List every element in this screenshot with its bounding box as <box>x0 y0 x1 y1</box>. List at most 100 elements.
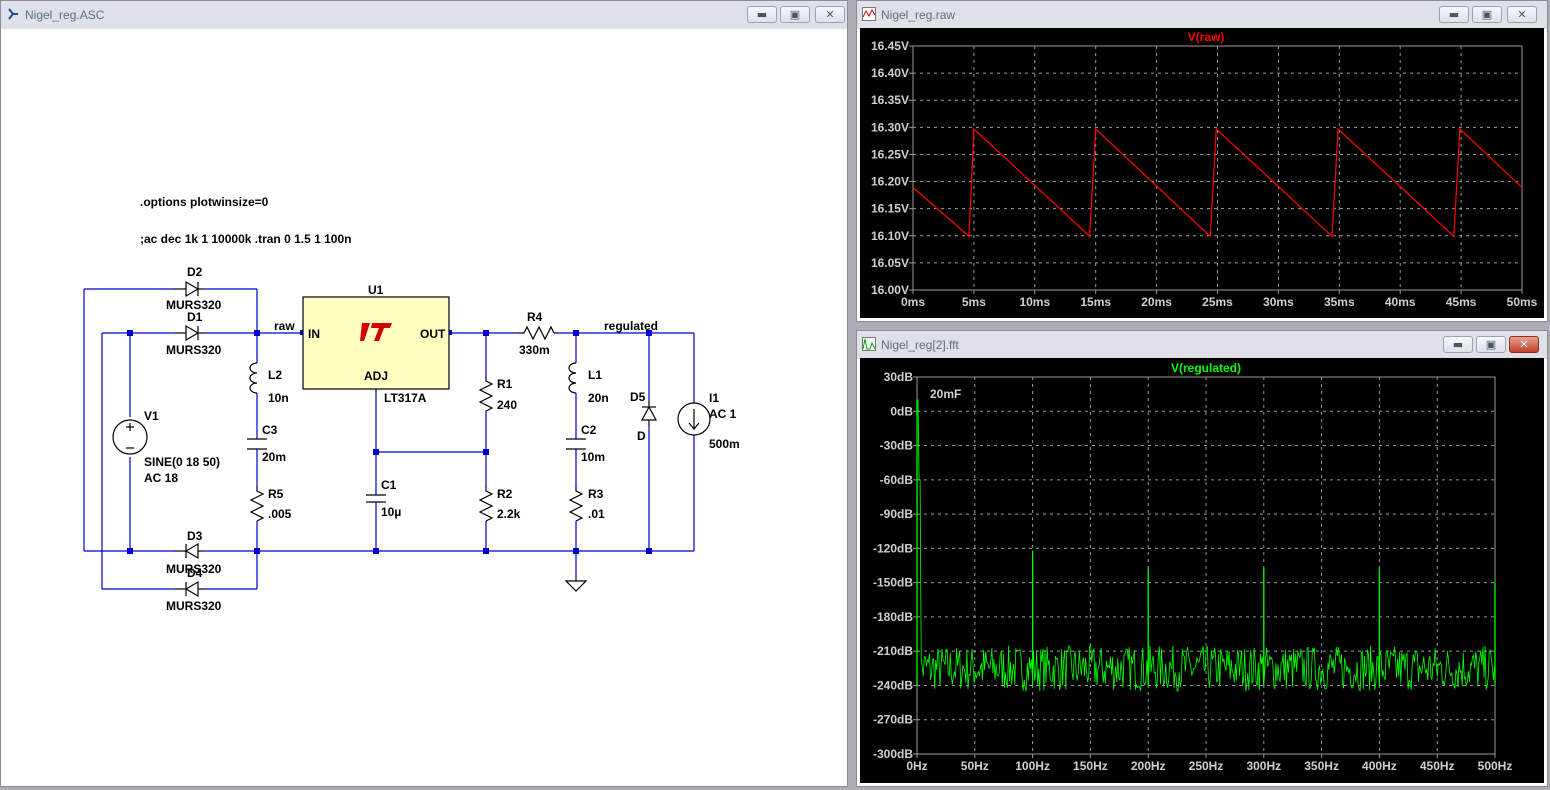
minimize-button[interactable]: ▬ <box>1443 336 1473 353</box>
diode-d1-symbol[interactable] <box>174 324 204 342</box>
y-tick-label: 0dB <box>890 404 913 418</box>
d4-ref: D4 <box>187 566 203 580</box>
x-tick-label: 50Hz <box>961 759 989 773</box>
schematic-drawing[interactable]: .options plotwinsize=0 ;ac dec 1k 1 1000… <box>4 31 846 785</box>
resistor-r4-symbol[interactable] <box>519 325 555 341</box>
net-label-regulated[interactable]: regulated <box>604 319 658 333</box>
x-tick-label: 0ms <box>901 295 925 309</box>
u1-ref: U1 <box>368 283 384 297</box>
fft-plot-window[interactable]: Nigel_reg[2].fft ▬ ▣ ✕ V(regulated) 20mF… <box>856 330 1548 787</box>
minimize-button[interactable]: ▬ <box>1439 6 1469 23</box>
x-tick-label: 15ms <box>1080 295 1111 309</box>
schematic-titlebar[interactable]: Nigel_reg.ASC ▬ ▣ ✕ <box>1 1 847 29</box>
diode-d3-symbol[interactable] <box>174 542 204 560</box>
capacitor-c1-symbol[interactable] <box>366 494 386 503</box>
options-directive[interactable]: .options plotwinsize=0 <box>140 195 269 209</box>
y-tick-label: -150dB <box>873 576 913 590</box>
y-tick-label: 16.35V <box>871 93 909 107</box>
close-icon: ✕ <box>1517 8 1527 21</box>
r2-value: 2.2k <box>497 507 521 521</box>
d4-value: MURS320 <box>166 599 222 613</box>
diode-d5-symbol[interactable] <box>640 401 658 426</box>
inductor-l1-symbol[interactable] <box>568 362 577 394</box>
capacitor-c3-symbol[interactable] <box>247 438 267 450</box>
resistor-r1-symbol[interactable] <box>478 376 494 412</box>
u1-value: LT317A <box>384 391 427 405</box>
x-tick-label: 500Hz <box>1478 759 1513 773</box>
maximize-button[interactable]: ▣ <box>780 6 810 23</box>
resistor-r3-symbol[interactable] <box>568 486 584 522</box>
y-tick-label: -270dB <box>873 713 913 727</box>
r5-ref: R5 <box>268 487 284 501</box>
capacitor-c2-symbol[interactable] <box>566 438 586 450</box>
y-tick-label: 16.05V <box>871 256 909 270</box>
l2-value: 10n <box>268 391 289 405</box>
diode-d2-symbol[interactable] <box>174 280 204 298</box>
u1-pin-adj: ADJ <box>364 369 388 383</box>
raw-titlebar[interactable]: Nigel_reg.raw ▬ ▣ ✕ <box>857 1 1547 29</box>
window-title: Nigel_reg[2].fft <box>881 338 959 352</box>
analysis-directive[interactable]: ;ac dec 1k 1 10000k .tran 0 1.5 1 100n <box>140 232 351 246</box>
voltage-source-v1-symbol[interactable] <box>112 419 148 455</box>
close-button[interactable]: ✕ <box>1507 6 1537 23</box>
schematic-icon <box>8 8 18 20</box>
x-tick-label: 5ms <box>962 295 986 309</box>
waveform-icon <box>862 7 876 21</box>
y-tick-label: -120dB <box>873 541 913 555</box>
x-tick-label: 150Hz <box>1073 759 1108 773</box>
minimize-icon: ▬ <box>1448 8 1460 21</box>
ground-symbol <box>564 580 588 592</box>
diode-d4-symbol[interactable] <box>174 580 204 598</box>
x-tick-label: 20ms <box>1141 295 1172 309</box>
plot-annotation[interactable]: 20mF <box>930 387 961 401</box>
d3-ref: D3 <box>187 529 203 543</box>
y-tick-label: 16.10V <box>871 229 909 243</box>
resistor-r2-symbol[interactable] <box>478 486 494 522</box>
minimize-button[interactable]: ▬ <box>747 6 777 23</box>
y-tick-label: 16.30V <box>871 120 909 134</box>
fft-titlebar[interactable]: Nigel_reg[2].fft ▬ ▣ ✕ <box>857 331 1547 359</box>
c1-value: 10µ <box>381 505 401 519</box>
l1-ref: L1 <box>588 368 602 382</box>
regulator-u1-box[interactable] <box>302 296 450 390</box>
r3-value: .01 <box>588 507 605 521</box>
maximize-icon: ▣ <box>1481 8 1493 21</box>
maximize-icon: ▣ <box>789 8 801 21</box>
d3-value: MURS320 <box>166 562 222 576</box>
y-tick-label: 16.25V <box>871 147 909 161</box>
v1-value: SINE(0 18 50) <box>144 455 220 469</box>
d5-value: D <box>637 429 646 443</box>
d5-ref: D5 <box>630 390 646 404</box>
close-button[interactable]: ✕ <box>1509 336 1539 353</box>
inductor-l2-symbol[interactable] <box>249 362 258 394</box>
maximize-button[interactable]: ▣ <box>1472 6 1502 23</box>
y-tick-label: -30dB <box>880 439 914 453</box>
r5-value: .005 <box>268 507 292 521</box>
v1-ref: V1 <box>144 409 159 423</box>
x-tick-label: 200Hz <box>1131 759 1166 773</box>
y-tick-label: -180dB <box>873 610 913 624</box>
i1-value-dc: 500m <box>709 437 740 451</box>
schematic-window[interactable]: Nigel_reg.ASC ▬ ▣ ✕ <box>0 0 848 787</box>
resistor-r5-symbol[interactable] <box>249 486 265 522</box>
chart-title[interactable]: V(regulated) <box>1171 361 1241 375</box>
current-source-i1-symbol[interactable] <box>677 402 711 436</box>
schematic-canvas[interactable]: .options plotwinsize=0 ;ac dec 1k 1 1000… <box>4 31 844 783</box>
close-icon: ✕ <box>825 8 835 21</box>
net-label-raw[interactable]: raw <box>274 319 295 333</box>
u1-pin-in: IN <box>308 327 320 341</box>
x-tick-label: 300Hz <box>1246 759 1281 773</box>
y-tick-label: 16.00V <box>871 283 909 297</box>
chart-title[interactable]: V(raw) <box>1188 30 1225 44</box>
x-tick-label: 45ms <box>1446 295 1477 309</box>
waveform-icon <box>862 337 876 351</box>
maximize-button[interactable]: ▣ <box>1476 336 1506 353</box>
close-button[interactable]: ✕ <box>815 6 845 23</box>
x-tick-label: 50ms <box>1507 295 1538 309</box>
